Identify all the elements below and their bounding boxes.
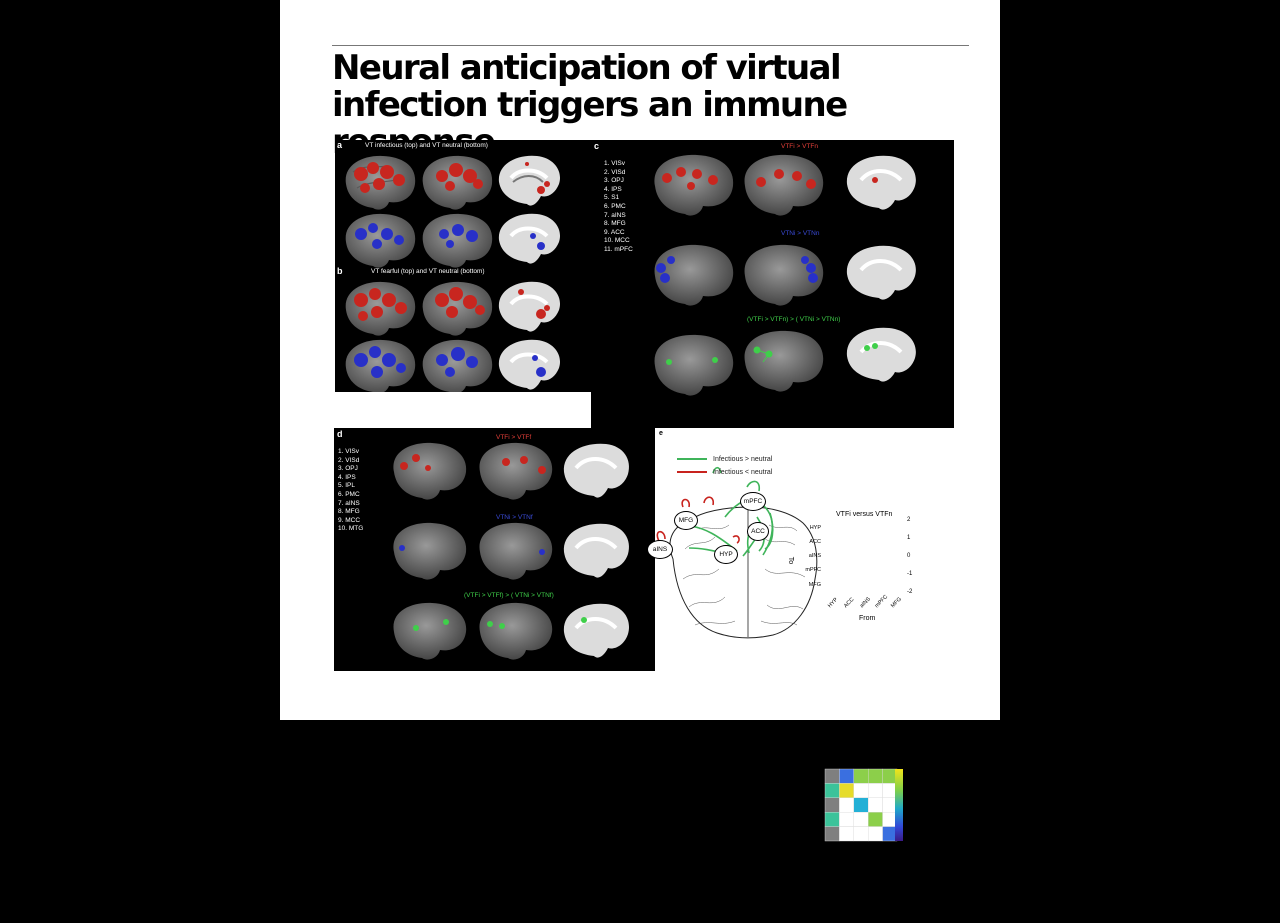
node-mpfc: mPFC — [740, 492, 766, 511]
legend-item: 4. IPS — [338, 473, 356, 481]
heatmap-cell — [824, 811, 840, 827]
colorbar-tick: 1 — [907, 535, 911, 541]
green-swatch — [677, 458, 707, 461]
heatmap-cell — [853, 797, 869, 813]
heatmap-cell — [824, 768, 840, 784]
heatmap-cell — [882, 826, 898, 842]
colorbar — [895, 769, 903, 841]
row-label: ACC — [809, 539, 821, 545]
header-rule — [332, 45, 969, 46]
connectivity-diagram — [656, 466, 818, 639]
node-acc: ACC — [747, 522, 769, 541]
row-label: mPFC — [805, 567, 821, 573]
panel-c-legend: 1. VISv 2. VISd 3. OPJ 4. IPS 5. S1 6. P… — [604, 160, 633, 255]
heatmap-cell — [882, 768, 898, 784]
panel-c: c 1. VISv 2. VISd 3. OPJ 4. IPS 5. S1 6.… — [591, 140, 954, 428]
legend-item: 1. VISv — [338, 448, 359, 455]
brain-figures-ab — [345, 155, 561, 392]
legend-item: 3. OPJ — [338, 465, 358, 473]
legend-infectious-lt: Infectious < neutral — [677, 469, 772, 476]
contrast-title-red: VTFi > VTFn — [781, 143, 819, 150]
legend-item: 7. aINS — [338, 499, 360, 507]
heatmap-cell — [824, 783, 840, 799]
panel-d-legend: 1. VISv 2. VISd 3. OPJ 4. IPS 5. IPL 6. … — [338, 448, 363, 534]
heatmap-cell — [867, 783, 883, 799]
panel-a-label: a — [337, 140, 343, 150]
node-hyp: HYP — [714, 545, 738, 564]
panel-a-b: a VT infectious (top) and VT neutral (bo… — [335, 140, 617, 392]
legend-item: 1. VISv — [604, 160, 625, 167]
panel-b-label: b — [337, 266, 343, 276]
brain-figures-c — [654, 154, 916, 396]
heatmap-cell — [867, 826, 883, 842]
legend-item: 9. ACC — [604, 228, 625, 236]
heatmap-cell — [882, 797, 898, 813]
heatmap-cell — [839, 768, 854, 784]
colorbar-tick: 2 — [907, 517, 911, 523]
legend-item: 2. VISd — [338, 456, 360, 464]
legend-item: 5. S1 — [604, 194, 620, 202]
heatmap — [824, 768, 903, 842]
heatmap-cell — [853, 826, 869, 842]
node-ains: aINS — [647, 540, 673, 559]
heatmap-cell — [882, 783, 898, 799]
colorbar-tick: -2 — [907, 589, 913, 595]
heatmap-cell — [839, 811, 854, 827]
legend-item: 6. PMC — [338, 490, 360, 498]
heatmap-cell — [853, 768, 869, 784]
panel-b-title: VT fearful (top) and VT neutral (bottom) — [371, 268, 485, 275]
contrast-title-blue: VTNi > VTNf — [496, 514, 533, 521]
colorbar-tick: -1 — [907, 571, 913, 577]
brain-figures-d — [393, 442, 630, 660]
panel-d-label: d — [337, 429, 343, 439]
heatmap-cell — [853, 811, 869, 827]
contrast-title-green: (VTFi > VTFf) > ( VTNi > VTNf) — [464, 592, 554, 599]
heatmap-cell — [839, 783, 854, 799]
row-label: MFG — [808, 582, 821, 588]
legend-item: 11. mPFC — [604, 245, 633, 253]
heatmap-cell — [867, 811, 883, 827]
panel-a-title: VT infectious (top) and VT neutral (bott… — [365, 142, 488, 149]
heatmap-cell — [824, 797, 840, 813]
heatmap-cell — [839, 797, 854, 813]
contrast-title-red: VTFi > VTFf — [496, 434, 532, 441]
y-axis-label: To — [787, 556, 795, 565]
legend-item: 8. MFG — [604, 220, 626, 228]
contrast-title-green: (VTFi > VTFn) > ( VTNi > VTNn) — [747, 316, 841, 323]
legend-item: 8. MFG — [338, 508, 360, 516]
legend-infectious-gt: Infectious > neutral — [677, 456, 772, 463]
legend-text: Infectious < neutral — [713, 469, 773, 476]
heatmap-cell — [853, 783, 869, 799]
heatmap-cell — [824, 826, 840, 842]
row-label: aINS — [808, 553, 821, 559]
legend-text: Infectious > neutral — [713, 456, 773, 463]
legend-item: 9. MCC — [338, 516, 361, 524]
legend-item: 10. MTG — [338, 525, 364, 533]
panel-e-label: e — [659, 430, 663, 437]
legend-item: 10. MCC — [604, 237, 630, 245]
article-title: Neural anticipation of virtual infection… — [332, 48, 848, 161]
legend-item: 6. PMC — [604, 202, 626, 210]
heatmap-cell — [882, 811, 898, 827]
legend-item: 7. aINS — [604, 211, 626, 219]
heatmap-title: VTFi versus VTFn — [836, 511, 893, 518]
contrast-title-blue: VTNi > VTNn — [781, 230, 820, 237]
heatmap-cell — [867, 797, 883, 813]
panel-d: d 1. VISv 2. VISd 3. OPJ 4. IPS 5. IPL 6… — [334, 428, 655, 671]
panel-c-label: c — [594, 141, 600, 151]
colorbar-tick: 0 — [907, 553, 911, 559]
panel-e: e Infectious > neutral Infectious < neut… — [647, 429, 957, 842]
article-page: Neural anticipation of virtual infection… — [280, 0, 1000, 842]
x-axis-label: From — [859, 615, 876, 622]
row-label: HYP — [809, 525, 821, 531]
legend-item: 2. VISd — [604, 168, 626, 176]
red-swatch — [677, 471, 707, 474]
node-mfg: MFG — [674, 511, 698, 530]
legend-item: 4. IPS — [604, 185, 622, 193]
heatmap-cell — [839, 826, 854, 842]
legend-item: 3. OPJ — [604, 177, 624, 185]
heatmap-cell — [867, 768, 883, 784]
legend-item: 5. IPL — [338, 482, 355, 490]
